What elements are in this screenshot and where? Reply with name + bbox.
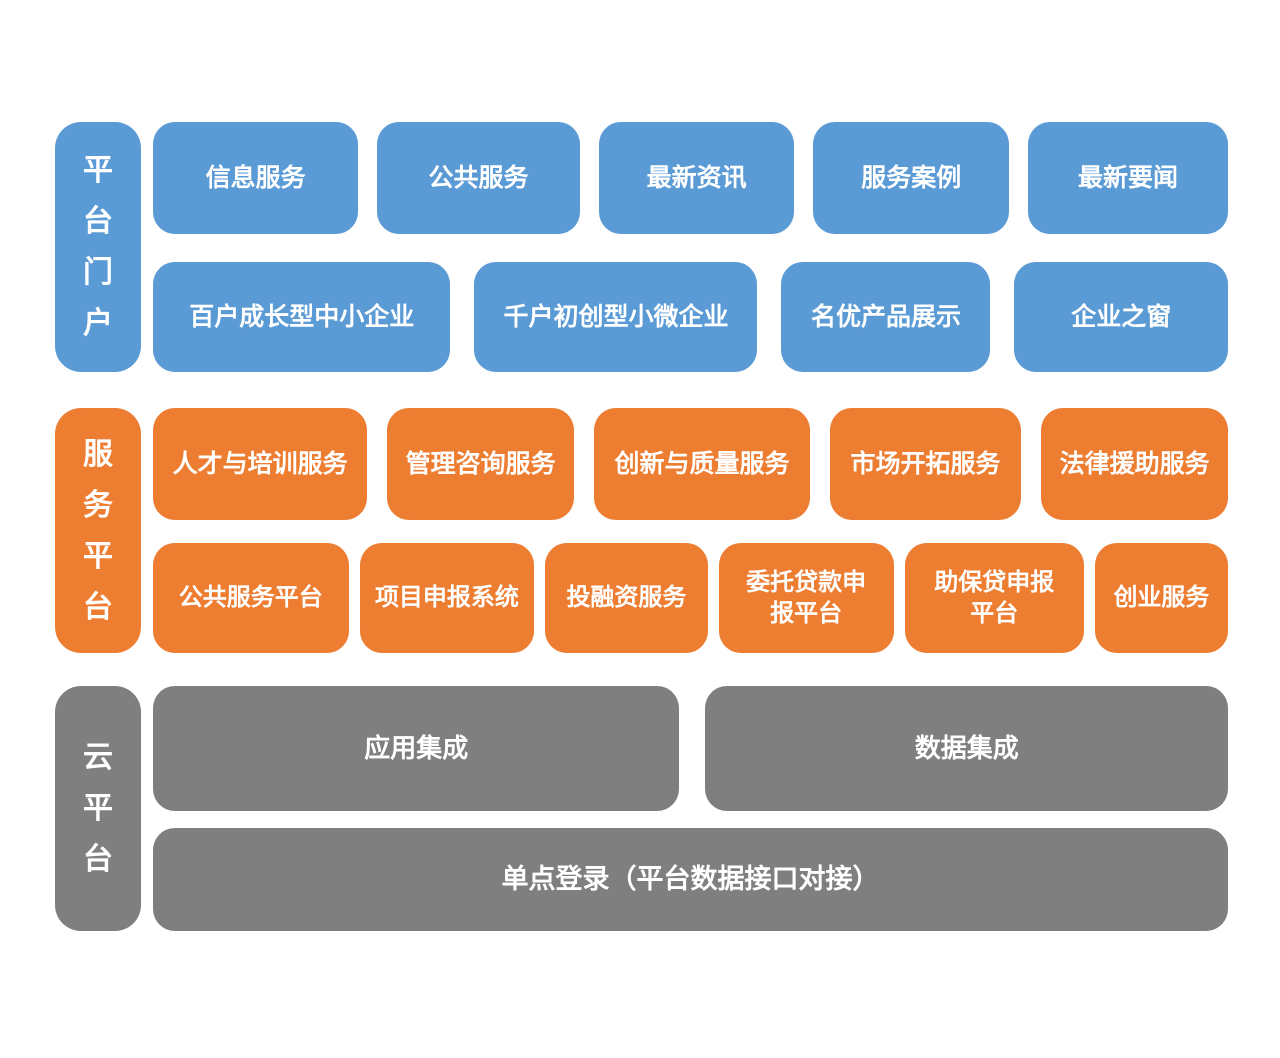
section-service-platform: 服务平台 人才与培训服务 管理咨询服务 创新与质量服务 市场开拓服务 法律援助服… [55, 408, 1229, 653]
box-service-cases: 服务案例 [813, 122, 1010, 234]
box-single-sign-on: 单点登录（平台数据接口对接） [153, 828, 1228, 931]
box-investment-financing-service: 投融资服务 [545, 543, 708, 653]
cloud-row-gap [153, 811, 1228, 828]
box-entrusted-loan-application-platform: 委托贷款申报平台 [718, 543, 894, 653]
cloud-platform-label-text: 云平台 [83, 741, 113, 876]
section-gap-2 [55, 653, 1228, 686]
box-innovation-quality-service: 创新与质量服务 [594, 408, 810, 520]
section-platform-portal: 平台门户 信息服务 公共服务 最新资讯 服务案例 最新要闻 百户成长型中小企业 … [55, 122, 1228, 372]
cloud-platform-section-label: 云平台 [55, 686, 141, 931]
box-talent-training-service: 人才与培训服务 [153, 408, 368, 520]
box-latest-headlines: 最新要闻 [1028, 122, 1228, 234]
box-public-service: 公共服务 [377, 122, 580, 234]
cloud-row-1: 应用集成 数据集成 [153, 686, 1228, 811]
service-platform-label-text: 服务平台 [83, 437, 113, 624]
section-cloud-platform: 云平台 应用集成 数据集成 单点登录（平台数据接口对接） [55, 686, 1228, 931]
cloud-platform-content: 应用集成 数据集成 单点登录（平台数据接口对接） [153, 686, 1228, 931]
cloud-row-2: 单点登录（平台数据接口对接） [153, 828, 1228, 931]
portal-row-1: 信息服务 公共服务 最新资讯 服务案例 最新要闻 [153, 122, 1228, 234]
portal-row-gap [153, 234, 1228, 262]
service-row-gap [153, 520, 1228, 543]
box-application-integration: 应用集成 [153, 686, 680, 811]
box-thousand-startup-micro-enterprises: 千户初创型小微企业 [474, 262, 758, 372]
platform-portal-label-text: 平台门户 [83, 154, 113, 340]
box-quality-products-showcase: 名优产品展示 [781, 262, 991, 372]
box-market-expansion-service: 市场开拓服务 [829, 408, 1022, 520]
section-gap-1 [55, 372, 1228, 408]
platform-portal-section-label: 平台门户 [55, 122, 141, 372]
box-latest-news: 最新资讯 [598, 122, 795, 234]
box-legal-aid-service: 法律援助服务 [1041, 408, 1229, 520]
box-enterprise-window: 企业之窗 [1014, 262, 1228, 372]
box-info-service: 信息服务 [153, 122, 359, 234]
box-public-service-platform: 公共服务平台 [153, 543, 349, 653]
portal-row-2: 百户成长型中小企业 千户初创型小微企业 名优产品展示 企业之窗 [153, 262, 1228, 372]
platform-portal-content: 信息服务 公共服务 最新资讯 服务案例 最新要闻 百户成长型中小企业 千户初创型… [153, 122, 1228, 372]
box-hundred-growth-smes: 百户成长型中小企业 [153, 262, 451, 372]
box-data-integration: 数据集成 [705, 686, 1228, 811]
service-platform-content: 人才与培训服务 管理咨询服务 创新与质量服务 市场开拓服务 法律援助服务 公共服… [153, 408, 1229, 653]
service-platform-section-label: 服务平台 [55, 408, 141, 653]
service-row-1: 人才与培训服务 管理咨询服务 创新与质量服务 市场开拓服务 法律援助服务 [153, 408, 1229, 520]
box-management-consulting-service: 管理咨询服务 [387, 408, 574, 520]
service-row-2: 公共服务平台 项目申报系统 投融资服务 委托贷款申报平台 助保贷申报平台 创业服… [153, 543, 1228, 653]
box-guaranteed-loan-application-platform: 助保贷申报平台 [904, 543, 1084, 653]
box-project-application-system: 项目申报系统 [359, 543, 535, 653]
box-entrepreneurship-service: 创业服务 [1094, 543, 1228, 653]
